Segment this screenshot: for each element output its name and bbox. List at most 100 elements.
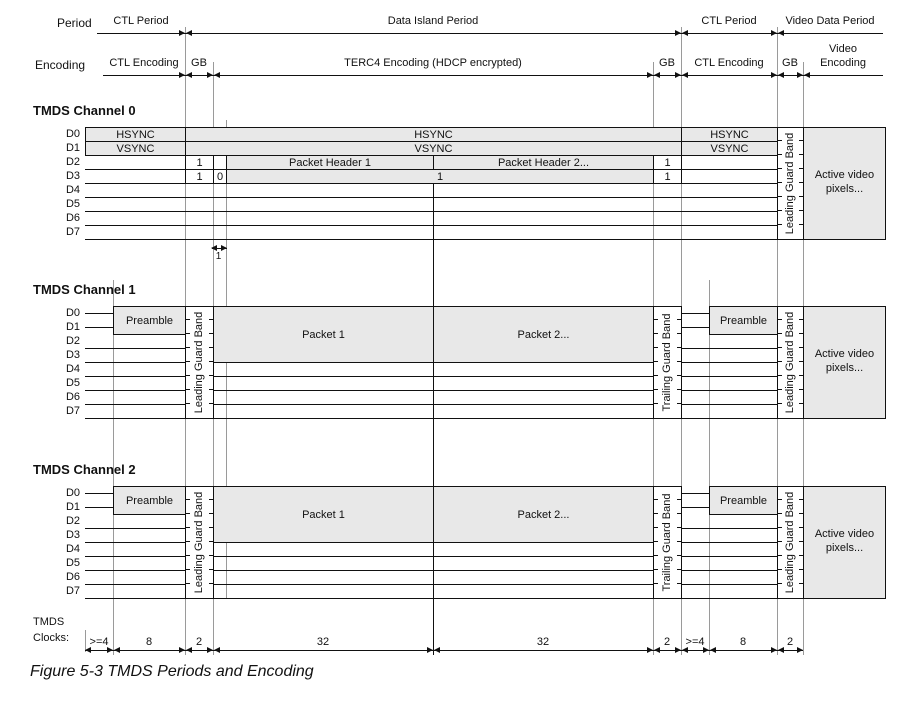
signal-line <box>681 598 777 599</box>
data-line-label: D3 <box>65 349 80 361</box>
arrowhead-right-icon <box>179 30 185 36</box>
data-line-label: D7 <box>65 226 80 238</box>
arrowhead-left-icon <box>434 647 440 653</box>
signal-line <box>85 493 114 494</box>
signal-line <box>681 584 777 585</box>
arrowhead-right-icon <box>427 647 433 653</box>
packet-2-box: Packet 2... <box>433 306 654 363</box>
arrowhead-left-icon <box>778 72 784 78</box>
signal-line <box>681 507 710 508</box>
period-segment-label: CTL Period <box>113 15 169 27</box>
trailing-guard-band-label: Trailing Guard Band <box>661 493 673 592</box>
video-leading-guard-band-label: Leading Guard Band <box>784 132 796 235</box>
active-video-label: pixels... <box>825 362 864 374</box>
video-encoding-label: Encoding <box>820 57 866 69</box>
one-clock-marker-line <box>212 248 227 249</box>
data-line-label: D3 <box>65 529 80 541</box>
arrowhead-left-icon <box>85 647 91 653</box>
guide-line-preamble1-start <box>113 280 114 655</box>
clocks-arrow-line <box>85 650 803 651</box>
channel-title: TMDS Channel 1 <box>33 282 136 297</box>
arrowhead-right-icon <box>797 647 803 653</box>
data-line-label: D4 <box>65 184 80 196</box>
d3-island-bit-bar: 1 <box>226 169 654 184</box>
leading-guard-band-label: Leading Guard Band <box>193 311 205 414</box>
arrowhead-left-icon <box>214 647 220 653</box>
channel-title: TMDS Channel 2 <box>33 462 136 477</box>
arrowhead-right-icon <box>221 245 227 251</box>
signal-line <box>681 376 777 377</box>
arrowhead-left-icon <box>710 647 716 653</box>
arrowhead-left-icon <box>682 72 688 78</box>
clock-count: 2 <box>663 636 671 648</box>
signal-line <box>681 542 777 543</box>
signal-line <box>85 239 777 240</box>
tmds-channel-2: TMDS Channel 2 D0 D1 D2 D3 D4 D5 D6 D7 P… <box>0 462 909 599</box>
active-video-label: pixels... <box>825 183 864 195</box>
clock-count: 8 <box>739 636 747 648</box>
signal-line <box>85 570 185 571</box>
preamble-box: Preamble <box>709 306 778 335</box>
data-line-label: D0 <box>65 128 80 140</box>
signal-line <box>681 362 777 363</box>
signal-line <box>85 362 185 363</box>
encoding-arrow-line <box>103 75 883 76</box>
period-row-label: Period <box>57 16 92 30</box>
clock-count: >=4 <box>89 636 109 648</box>
preamble-box: Preamble <box>709 486 778 515</box>
encoding-row-label: Encoding <box>35 58 86 72</box>
packet-1-box: Packet 1 <box>213 306 434 363</box>
data-line-label: D2 <box>65 156 80 168</box>
vsync-bar: VSYNC <box>85 141 186 156</box>
video-leading-guard-band-label: Leading Guard Band <box>784 311 796 414</box>
data-line-label: D1 <box>65 321 80 333</box>
arrowhead-left-icon <box>186 72 192 78</box>
active-video-box <box>803 306 886 419</box>
active-video-label: Active video <box>814 528 875 540</box>
arrowhead-right-icon <box>107 647 113 653</box>
data-line-label: D3 <box>65 170 80 182</box>
arrowhead-left-icon <box>654 647 660 653</box>
encoding-segment-label: GB <box>782 57 798 69</box>
arrowhead-left-icon <box>186 647 192 653</box>
signal-line <box>681 418 777 419</box>
active-video-label: Active video <box>814 348 875 360</box>
guide-line-left-edge <box>85 630 86 652</box>
arrowhead-left-icon <box>682 30 688 36</box>
data-line-label: D1 <box>65 142 80 154</box>
period-segment-label: CTL Period <box>701 15 757 27</box>
clocks-row-label: Clocks: <box>33 632 70 644</box>
data-line-label: D7 <box>65 405 80 417</box>
encoding-segment-label: GB <box>191 57 207 69</box>
guide-line-preamble2-start <box>709 280 710 655</box>
signal-line <box>681 390 777 391</box>
trailing-guard-band-box <box>653 306 682 419</box>
arrowhead-right-icon <box>771 72 777 78</box>
signal-line <box>85 348 185 349</box>
signal-line <box>213 390 653 391</box>
data-line-label: D7 <box>65 585 80 597</box>
signal-line <box>85 225 777 226</box>
signal-line <box>85 598 185 599</box>
clock-count: 2 <box>195 636 203 648</box>
leading-guard-band-label: Leading Guard Band <box>193 491 205 594</box>
period-segment-label: Video Data Period <box>785 15 875 27</box>
trailing-guard-band-box <box>653 486 682 599</box>
hsync-bar: HSYNC <box>85 127 186 142</box>
guard-band-bit-cell: 1 <box>653 155 682 170</box>
arrowhead-right-icon <box>797 72 803 78</box>
encoding-segment-label: CTL Encoding <box>109 57 179 69</box>
signal-line <box>681 404 777 405</box>
signal-line <box>85 418 185 419</box>
signal-line <box>85 211 777 212</box>
signal-line <box>681 327 710 328</box>
signal-line <box>681 528 777 529</box>
first-clock-bit-cell: 0 <box>213 169 227 184</box>
guard-band-bit-cell: 1 <box>653 169 682 184</box>
arrowhead-left-icon <box>778 30 784 36</box>
encoding-segment-label: CTL Encoding <box>694 57 764 69</box>
hsync-bar: HSYNC <box>185 127 682 142</box>
arrowhead-left-icon <box>654 72 660 78</box>
signal-line <box>85 528 185 529</box>
arrowhead-left-icon <box>211 245 217 251</box>
